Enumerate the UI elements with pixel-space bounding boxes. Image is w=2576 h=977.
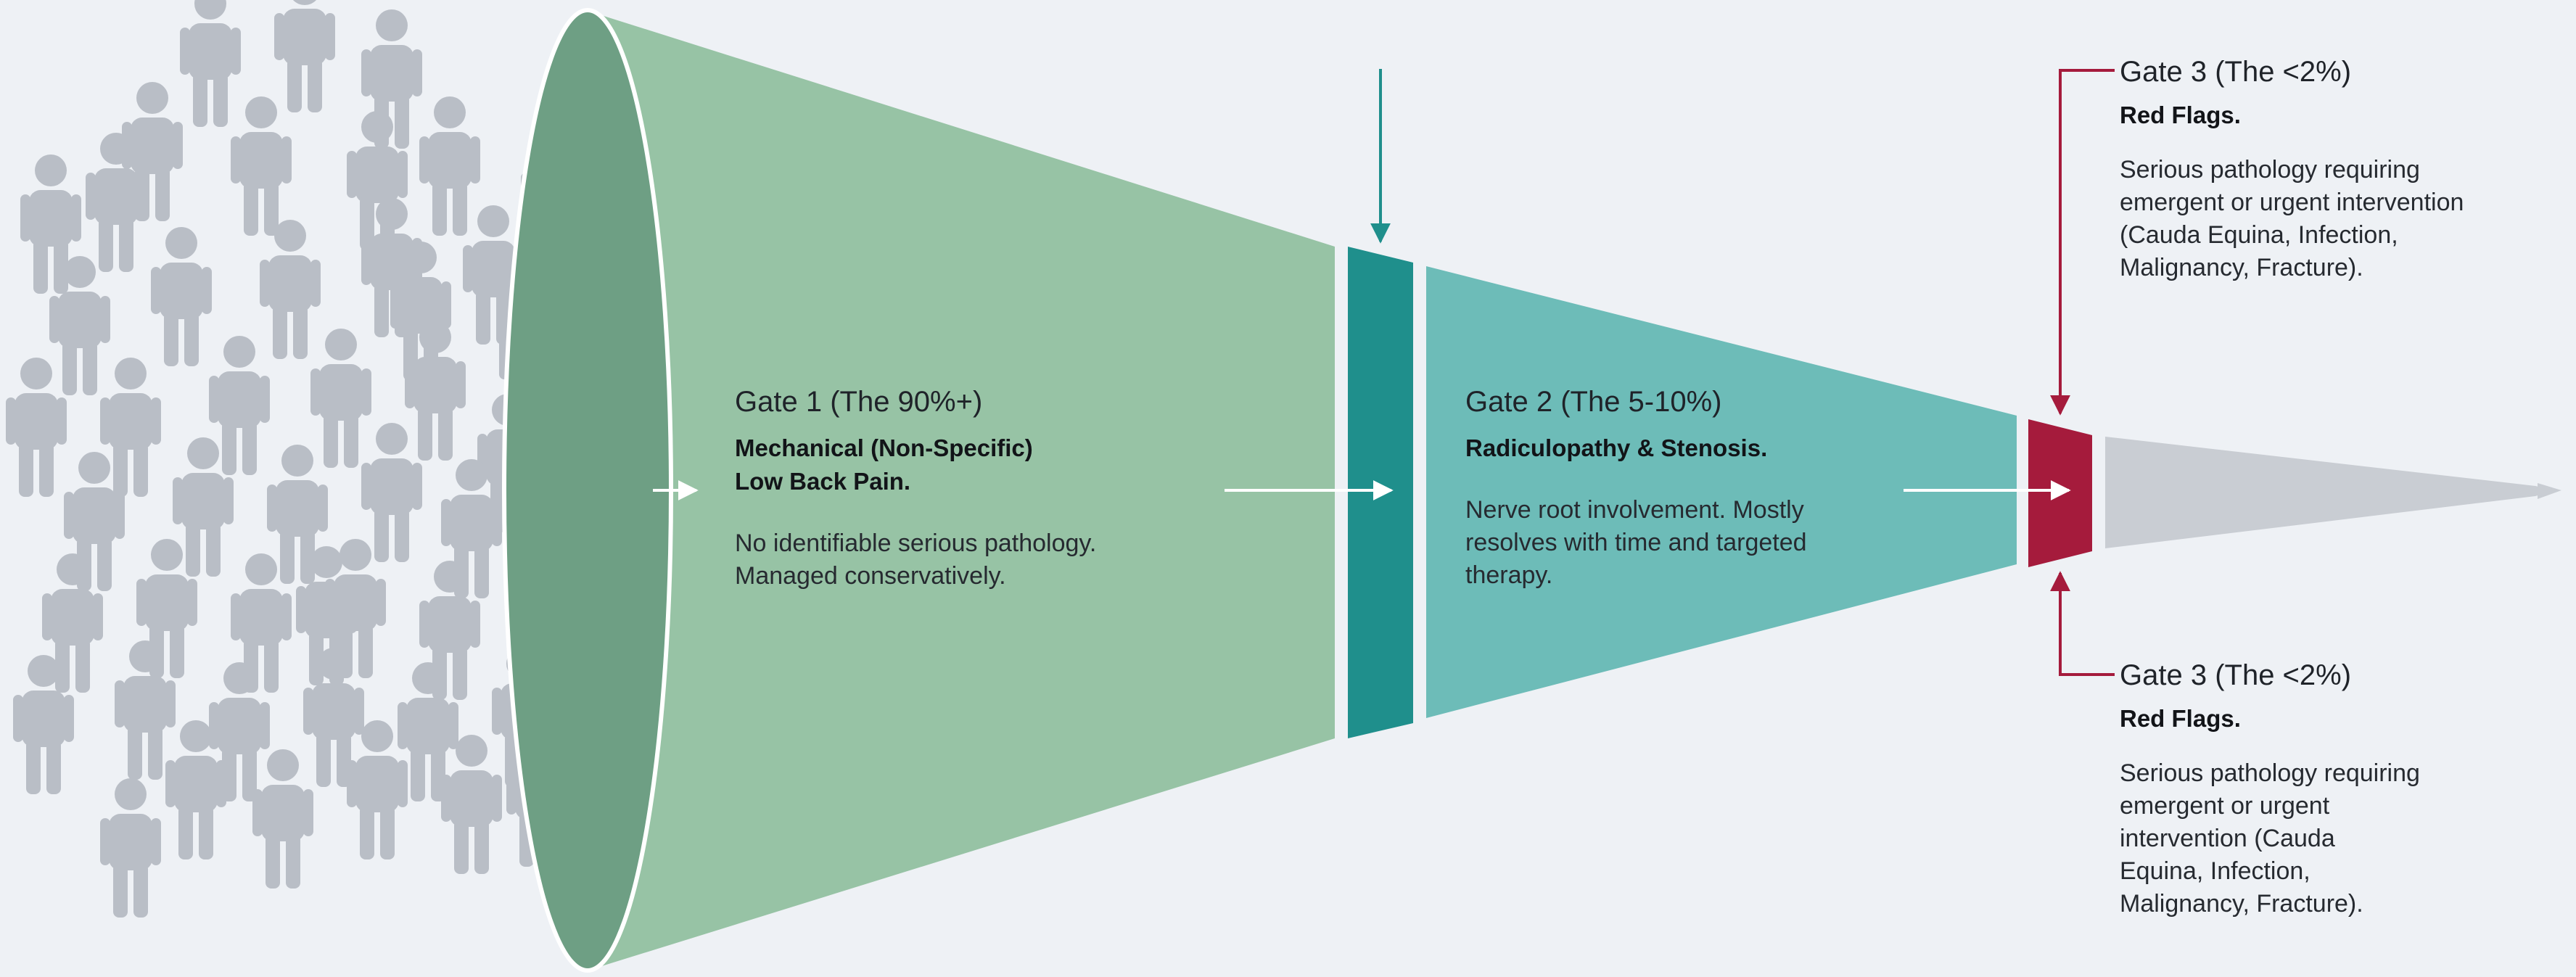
gate3-top-body-line2: emergent or urgent intervention <box>2120 189 2464 216</box>
gate3-top-body-line1: Serious pathology requiring <box>2120 156 2420 184</box>
gate3-top-label-block: Gate 3 (The <2%) Red Flags. Serious path… <box>2120 56 2569 284</box>
person-icon <box>267 445 328 584</box>
person-icon <box>347 720 408 859</box>
person-icon <box>347 111 408 250</box>
gate3-top-connector <box>2050 69 2115 416</box>
person-icon <box>64 452 125 591</box>
gate2-title: Gate 2 (The 5-10%) <box>1465 386 1722 418</box>
gate1-body-line2: Managed conservatively. <box>735 562 1006 590</box>
person-icon <box>180 0 241 127</box>
person-icon <box>151 227 212 366</box>
gate3-top-body-line4: Malignancy, Fracture). <box>2120 254 2363 281</box>
gate1-label-block: Gate 1 (The 90%+) Mechanical (Non-Specif… <box>735 386 1243 593</box>
gate3-bottom-body-line3: intervention (Cauda <box>2120 825 2335 852</box>
person-icon <box>49 256 110 395</box>
gate1-funnel-section <box>588 11 1335 970</box>
gate2-body-line1: Nerve root involvement. Mostly <box>1465 496 1804 524</box>
gate3-bottom-body-line5: Malignancy, Fracture). <box>2120 890 2363 918</box>
person-icon <box>115 640 176 780</box>
person-icon <box>441 459 502 598</box>
gate3-bottom-connector <box>2050 571 2115 676</box>
gate3-barrier-bar <box>2028 419 2092 567</box>
person-icon <box>419 96 480 236</box>
gate3-bottom-title: Gate 3 (The <2%) <box>2120 659 2352 691</box>
person-icon <box>6 358 67 497</box>
person-icon <box>441 735 502 874</box>
person-icon <box>398 662 458 801</box>
gate2-label-block: Gate 2 (The 5-10%) Radiculopathy & Steno… <box>1465 386 1915 592</box>
person-icon <box>296 546 357 685</box>
crowd-people-group <box>6 0 654 918</box>
gate1-subtitle-line2: Low Back Pain. <box>735 468 911 495</box>
person-icon <box>100 358 161 497</box>
person-icon <box>42 553 103 693</box>
gate3-bottom-body-line4: Equina, Infection, <box>2120 857 2310 885</box>
person-icon <box>165 720 226 859</box>
gate2-barrier-bar <box>1348 247 1413 738</box>
gate3-bottom-label-block: Gate 3 (The <2%) Red Flags. Serious path… <box>2120 659 2569 920</box>
person-icon <box>260 220 321 359</box>
person-icon <box>390 242 451 381</box>
gate2-body-line2: resolves with time and targeted <box>1465 529 1807 556</box>
person-icon <box>231 96 292 236</box>
gate3-bottom-subtitle: Red Flags. <box>2120 705 2241 732</box>
gate3-top-body-line3: (Cauda Equina, Infection, <box>2120 221 2398 249</box>
person-icon <box>173 437 234 577</box>
person-icon <box>274 0 335 112</box>
person-icon <box>122 82 183 221</box>
person-icon <box>209 336 270 475</box>
person-icon <box>13 655 74 794</box>
gate1-body-line1: No identifiable serious pathology. <box>735 529 1097 557</box>
person-icon <box>361 423 422 562</box>
gate3-bottom-body-line1: Serious pathology requiring <box>2120 759 2420 787</box>
funnel-tail <box>2105 437 2554 548</box>
person-icon <box>252 749 313 889</box>
person-icon <box>20 154 81 294</box>
gate2-funnel-section <box>1426 266 2017 718</box>
gate1-title: Gate 1 (The 90%+) <box>735 386 983 418</box>
funnel <box>502 8 2561 973</box>
gate3-top-title: Gate 3 (The <2%) <box>2120 56 2352 88</box>
person-icon <box>86 133 147 272</box>
tail-arrow-tip <box>2538 483 2561 499</box>
gate3-bottom-body-line2: emergent or urgent <box>2120 792 2330 820</box>
person-icon <box>100 778 161 918</box>
person-icon <box>310 329 371 468</box>
person-icon <box>231 553 292 693</box>
gate2-subtitle: Radiculopathy & Stenosis. <box>1465 434 1768 461</box>
gate3-top-subtitle: Red Flags. <box>2120 102 2241 128</box>
gate1-subtitle-line1: Mechanical (Non-Specific) <box>735 434 1033 461</box>
gate2-body-line3: therapy. <box>1465 561 1553 589</box>
funnel-mouth <box>502 8 673 973</box>
